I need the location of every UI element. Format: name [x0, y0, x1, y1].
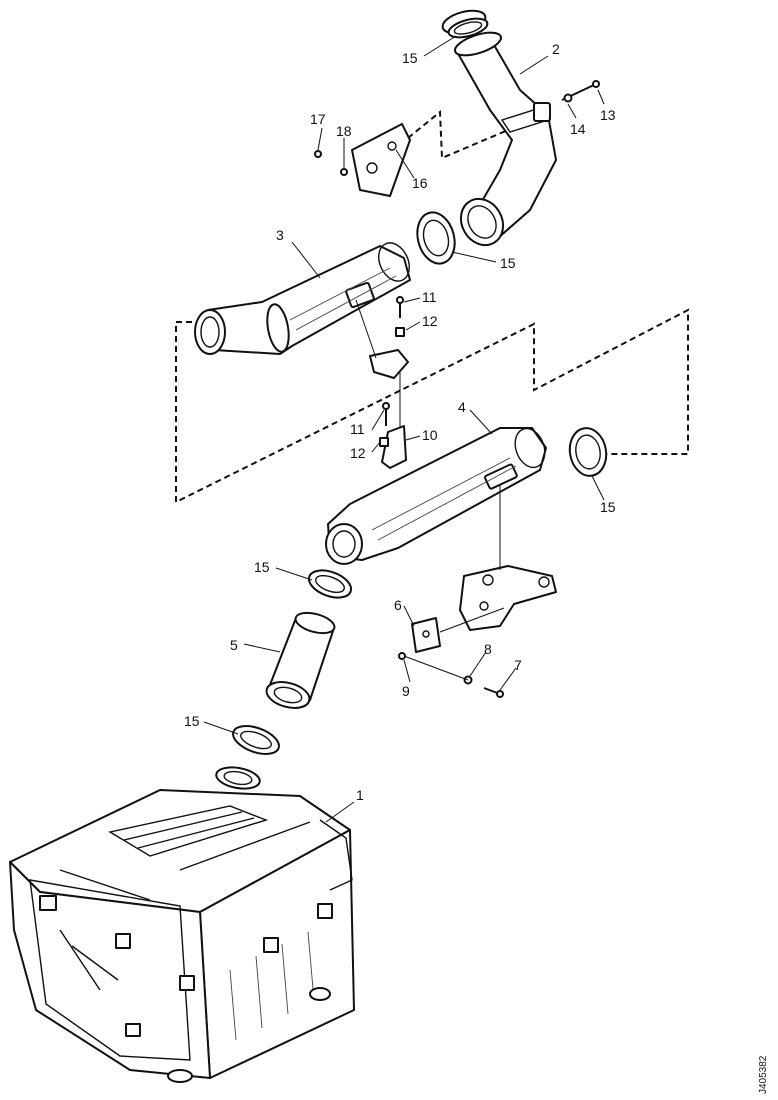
callout-1: 1	[356, 787, 364, 803]
callout-3: 3	[276, 227, 284, 243]
callout-4: 4	[458, 399, 466, 415]
callout-15-mid: 15	[254, 559, 270, 575]
bolt-11-lower	[382, 402, 390, 426]
dashed-link-bracket-to-pipe2	[407, 109, 509, 160]
clamp-15-top	[447, 17, 489, 39]
bracket6-link-line	[439, 607, 505, 633]
callout-12-lower: 12	[350, 445, 366, 461]
callout-2: 2	[552, 41, 560, 57]
part-2-upper-pipe	[441, 9, 557, 247]
clip-lower-of-pipe3	[369, 349, 409, 379]
dashed-link-pipe3-to-pipe4	[175, 308, 689, 504]
washer-12-lower	[379, 437, 389, 447]
callout-6: 6	[394, 597, 402, 613]
leader-lines	[203, 35, 605, 823]
bolt-7	[483, 687, 504, 698]
callout-14: 14	[570, 121, 586, 137]
callout-9: 9	[402, 683, 410, 699]
bolt-17	[314, 150, 322, 158]
washer-18	[340, 168, 348, 176]
pipe3-clip-mount-line	[355, 299, 377, 359]
part-5-short-pipe	[265, 611, 336, 709]
pipe4-mount-bracket	[459, 565, 557, 631]
callout-7: 7	[514, 657, 522, 673]
callout-16: 16	[412, 175, 428, 191]
bolt-11-upper	[396, 296, 404, 318]
bolt-axis-line	[403, 655, 469, 681]
part-1-muffler	[9, 766, 355, 1083]
clamp-15-right	[568, 427, 608, 477]
callout-10: 10	[422, 427, 438, 443]
bracket-6	[411, 617, 441, 653]
figure-reference: J405382	[758, 1055, 769, 1094]
callout-11-lower: 11	[350, 421, 365, 437]
callout-15-top: 15	[402, 50, 418, 66]
part-3-middle-pipe	[194, 242, 411, 355]
part-4-lower-pipe	[325, 427, 547, 565]
callout-11-upper: 11	[422, 289, 437, 305]
bracket-16	[351, 123, 411, 197]
clamp-15-mid	[307, 569, 353, 599]
bracket-10	[381, 425, 407, 469]
callout-13: 13	[600, 107, 616, 123]
callout-5: 5	[230, 637, 238, 653]
callout-12-upper: 12	[422, 313, 438, 329]
callout-8: 8	[484, 641, 492, 657]
clamp-15-upper	[416, 211, 456, 265]
callout-15-upper: 15	[500, 255, 516, 271]
washer-14	[563, 93, 573, 103]
callout-15-right: 15	[600, 499, 616, 515]
callout-18: 18	[336, 123, 352, 139]
callout-17: 17	[310, 111, 326, 127]
callout-15-lower: 15	[184, 713, 200, 729]
washer-12-upper	[395, 327, 405, 337]
clamp-15-lower	[232, 725, 280, 755]
